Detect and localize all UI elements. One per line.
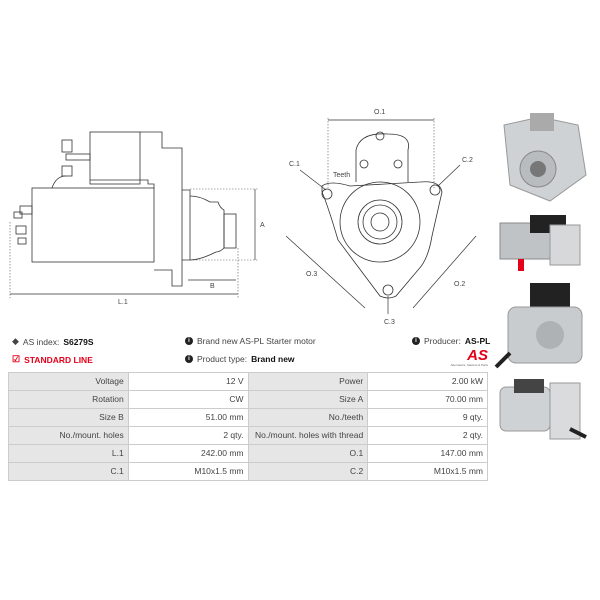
technical-drawing: L.1 B A O.1 O.2 O.3 C.1 C.2 C.3 Teeth xyxy=(9,109,477,326)
spec-value: 2 qty. xyxy=(367,426,488,445)
product-photos xyxy=(494,113,587,440)
spec-label: Size B xyxy=(8,408,129,427)
description-text: Brand new AS-PL Starter motor xyxy=(197,336,316,346)
label-o2: O.2 xyxy=(454,281,465,288)
spec-value: M10x1.5 mm xyxy=(367,462,488,481)
label-o1: O.1 xyxy=(374,109,385,116)
spec-value: 70.00 mm xyxy=(367,390,488,409)
label-b: B xyxy=(210,283,215,290)
as-pl-logo: AS Alternators, Starters & Parts xyxy=(440,347,488,367)
label-l1: L.1 xyxy=(118,299,128,306)
label-c1: C.1 xyxy=(289,161,300,168)
spec-label: O.1 xyxy=(247,444,369,463)
standard-line-badge: ☑STANDARD LINE xyxy=(12,354,93,365)
spec-value: 12 V xyxy=(127,372,249,391)
spec-label: Voltage xyxy=(8,372,129,391)
as-index-label: AS index: xyxy=(22,336,60,347)
spec-value: 2.00 kW xyxy=(367,372,488,391)
spec-label: No./teeth xyxy=(247,408,369,427)
photo-angle xyxy=(494,283,583,369)
product-type: i Product type:Brand new xyxy=(185,354,295,364)
info-icon: i xyxy=(412,337,420,345)
spec-value: 147.00 mm xyxy=(367,444,488,463)
spec-label: Size A xyxy=(247,390,369,409)
photo-front xyxy=(503,113,587,202)
checkbox-icon: ☑ xyxy=(12,354,21,364)
info-icon: i xyxy=(185,337,193,345)
as-index-value: S6279S xyxy=(63,336,94,347)
front-view-drawing xyxy=(321,131,443,299)
spec-label: No./mount. holes with thread xyxy=(247,426,369,445)
producer: i Producer:AS-PL xyxy=(412,336,490,346)
spec-value: 9 qty. xyxy=(367,408,488,427)
logo-tagline: Alternators, Starters & Parts xyxy=(450,363,488,367)
spec-value: CW xyxy=(127,390,249,409)
label-a: A xyxy=(260,222,265,229)
label-o3: O.3 xyxy=(306,271,317,278)
product-type-label: Product type: xyxy=(197,354,248,364)
spec-value: 51.00 mm xyxy=(127,408,249,427)
side-view-drawing xyxy=(13,131,237,287)
logo-text: AS xyxy=(467,347,488,364)
label-c2: C.2 xyxy=(462,157,473,164)
tags-icon: ◆ xyxy=(12,336,19,346)
spec-label: L.1 xyxy=(8,444,129,463)
standard-line-label: STANDARD LINE xyxy=(24,354,93,365)
product-type-value: Brand new xyxy=(251,354,295,364)
description: i Brand new AS-PL Starter motor xyxy=(185,336,316,346)
photo-side xyxy=(499,215,581,271)
label-c3: C.3 xyxy=(384,319,395,326)
label-teeth: Teeth xyxy=(333,172,350,179)
spec-label: Rotation xyxy=(8,390,129,409)
producer-label: Producer: xyxy=(424,336,461,346)
spec-value: 2 qty. xyxy=(127,426,249,445)
spec-value: M10x1.5 mm xyxy=(127,462,249,481)
photo-rear xyxy=(499,379,587,440)
spec-label: Power xyxy=(247,372,369,391)
spec-label: C.2 xyxy=(247,462,369,481)
producer-value: AS-PL xyxy=(464,336,491,346)
spec-label: C.1 xyxy=(8,462,129,481)
spec-label: No./mount. holes xyxy=(8,426,129,445)
as-index: ◆AS index:S6279S xyxy=(12,336,94,347)
info-icon: i xyxy=(185,355,193,363)
spec-value: 242.00 mm xyxy=(127,444,249,463)
